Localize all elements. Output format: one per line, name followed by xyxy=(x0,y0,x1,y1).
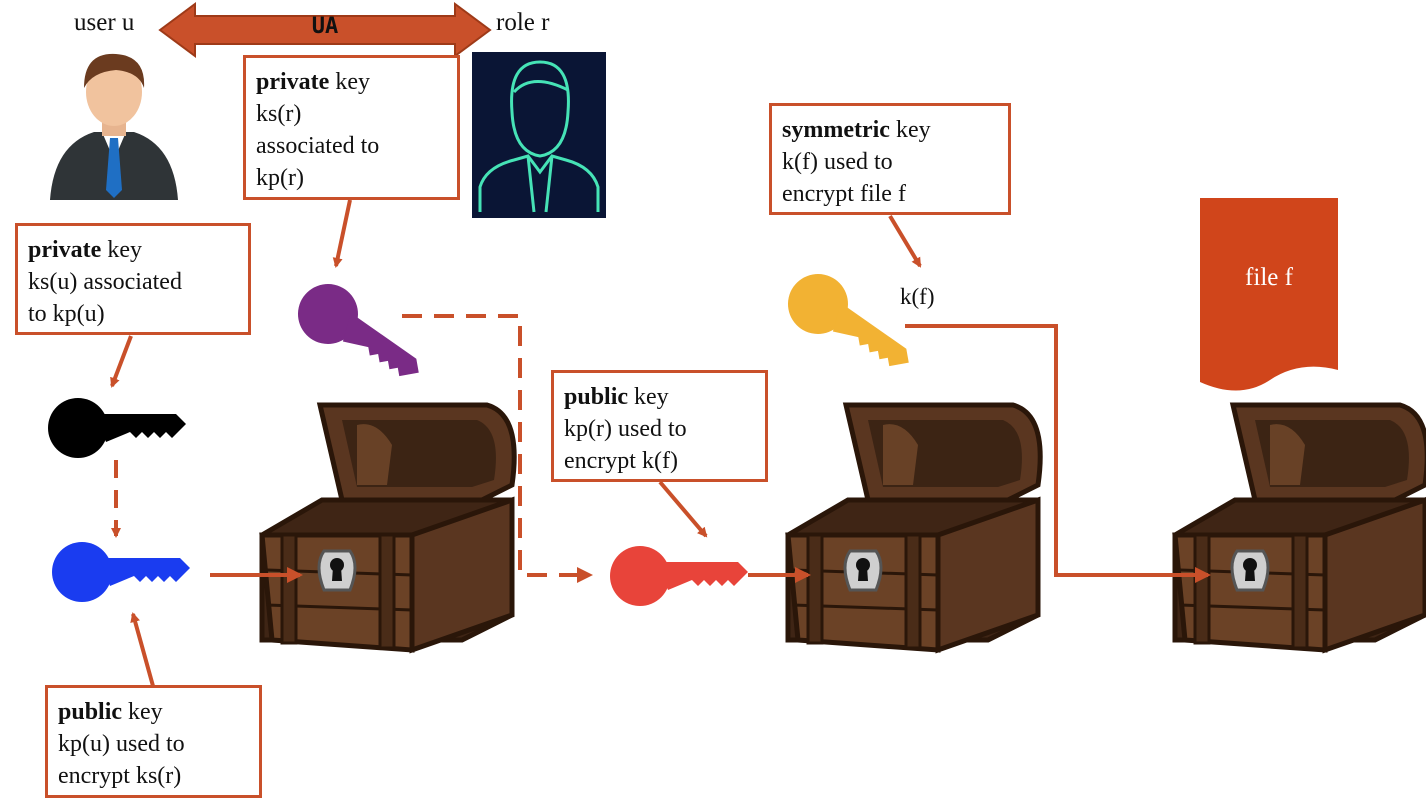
chest-icon xyxy=(262,405,514,650)
private-key-user-icon xyxy=(48,398,186,458)
symmetric-key-box: symmetric key k(f) used to encrypt file … xyxy=(769,103,1011,215)
ua-double-arrow xyxy=(158,2,492,58)
user-avatar-icon xyxy=(50,53,178,200)
ua-label: UA xyxy=(311,14,339,39)
box-bold: private xyxy=(256,69,330,95)
box-line: ks(r) xyxy=(256,101,302,127)
chest-icon xyxy=(1175,405,1426,650)
box-rest: key xyxy=(628,384,669,410)
box-line: to kp(u) xyxy=(28,301,105,327)
box-line: encrypt ks(r) xyxy=(58,763,182,789)
user-private-key-box: private key ks(u) associated to kp(u) xyxy=(15,223,251,335)
box-rest: key xyxy=(329,69,370,95)
box-line: encrypt k(f) xyxy=(564,448,678,474)
role-private-key-box: private key ks(r) associated to kp(r) xyxy=(243,55,460,200)
chest-icon xyxy=(788,405,1040,650)
user-public-key-box: public key kp(u) used to encrypt ks(r) xyxy=(45,685,262,798)
box-line: associated to xyxy=(256,133,380,159)
box-bold: public xyxy=(58,699,123,725)
box-rest: key xyxy=(122,699,163,725)
private-key-role-icon xyxy=(286,272,434,401)
role-label: role r xyxy=(496,9,550,36)
file-icon xyxy=(1200,198,1338,391)
box-bold: public xyxy=(564,384,629,410)
role-public-key-box: public key kp(r) used to encrypt k(f) xyxy=(551,370,768,482)
box-line: ks(u) associated xyxy=(28,269,182,295)
role-icon xyxy=(472,52,606,218)
box-line: k(f) used to xyxy=(782,149,893,175)
box-line: kp(u) used to xyxy=(58,731,185,757)
box-bold: private xyxy=(28,237,102,263)
box-line: kp(r) xyxy=(256,165,304,191)
public-key-user-icon xyxy=(52,542,190,602)
connectors xyxy=(110,199,1211,687)
box-rest: key xyxy=(889,117,931,143)
user-label: user u xyxy=(74,9,135,36)
symmetric-key-label: k(f) xyxy=(900,284,935,309)
box-line: kp(r) used to xyxy=(564,416,687,442)
public-key-role-icon xyxy=(610,546,748,606)
box-line: encrypt file f xyxy=(782,181,906,207)
box-rest: key xyxy=(101,237,142,263)
box-bold: symmetric xyxy=(782,117,890,143)
file-label: file f xyxy=(1245,264,1293,291)
